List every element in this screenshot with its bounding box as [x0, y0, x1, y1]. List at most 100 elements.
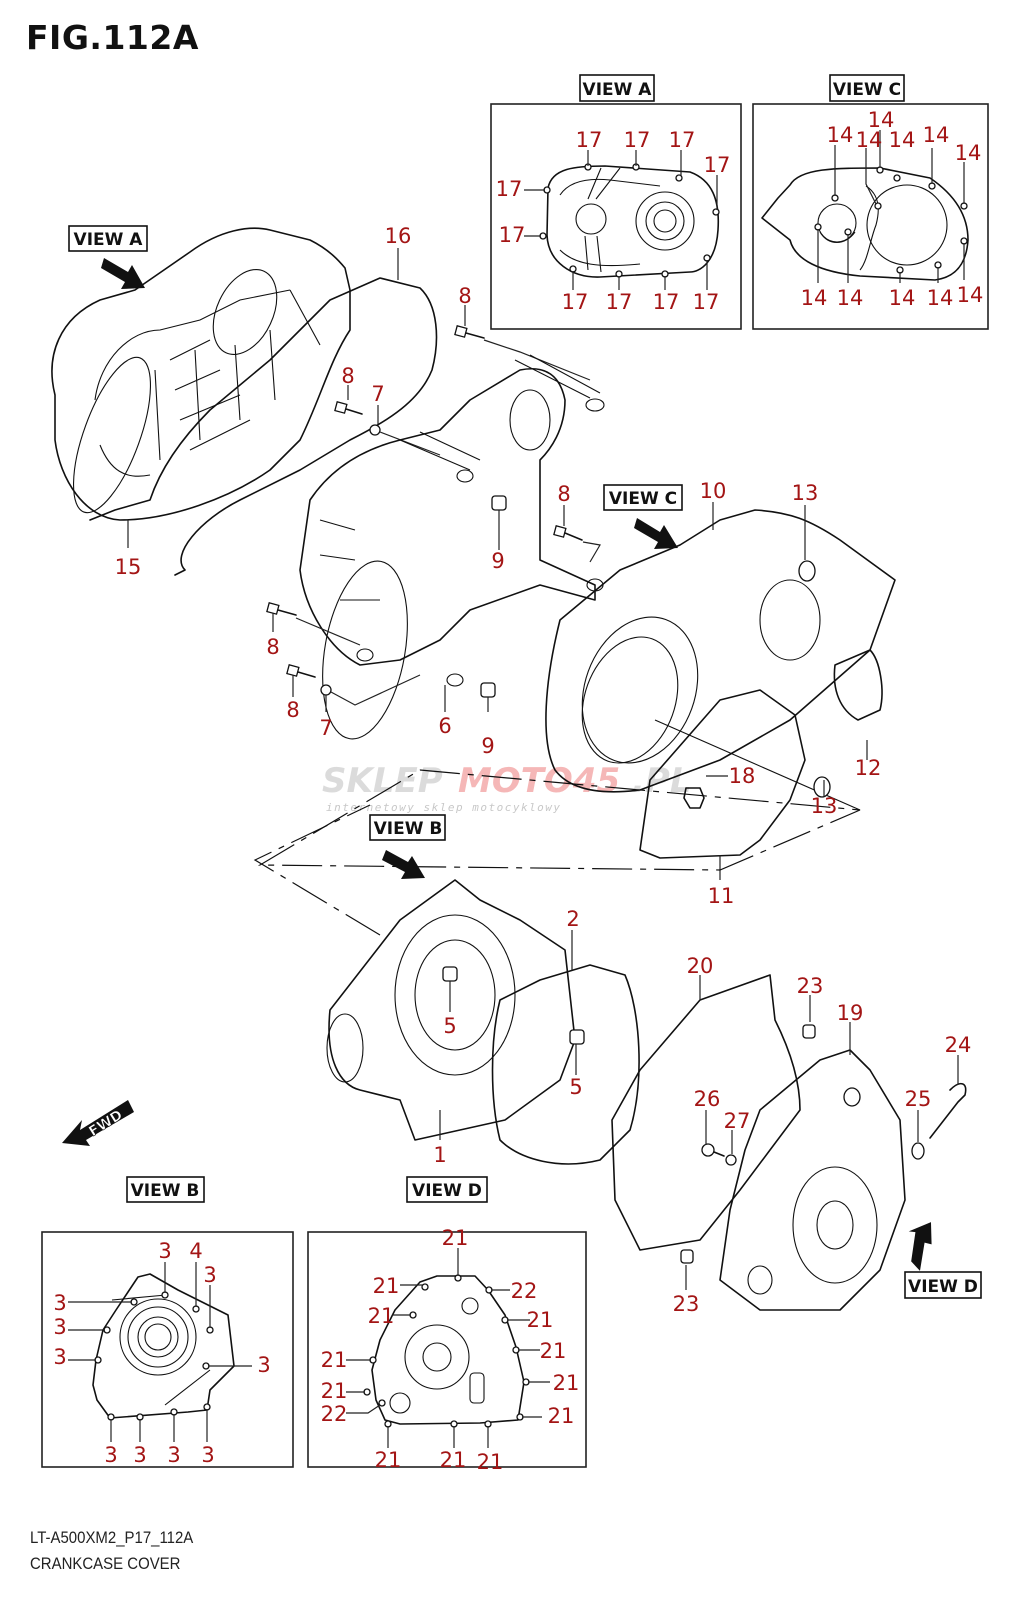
callout-25: 25: [905, 1087, 932, 1111]
callout-23: 23: [673, 1292, 700, 1316]
bolt-8-left: 8: [266, 602, 361, 659]
inset-view-d: VIEW D 21 21 22 21 21 21 21 21 21 22 21 …: [307, 1176, 587, 1474]
bolt-8-top: 8: [454, 284, 591, 381]
fwd-label: FWD: [86, 1107, 126, 1140]
callout-13: 13: [811, 794, 838, 818]
plug-26: [701, 1143, 715, 1157]
view-label-box: [406, 1176, 488, 1203]
callout-14: 14: [856, 128, 883, 152]
callout-10: 10: [700, 479, 727, 503]
callout-17: 17: [499, 223, 526, 247]
callout-21: 21: [321, 1379, 348, 1403]
magneto-cover-outline: [92, 1273, 235, 1419]
callout-3: 3: [53, 1345, 66, 1369]
crankcase-cover-gasket-outline: [761, 167, 969, 281]
o-ring-25: [911, 1142, 925, 1160]
callout-8: 8: [458, 284, 471, 308]
inset-frame: [752, 103, 989, 330]
bolt-8-right: 8: [553, 482, 601, 563]
figure-name: CRANKCASE COVER: [30, 1554, 181, 1573]
callout-12: 12: [855, 756, 882, 780]
callout-5: 5: [443, 1014, 456, 1038]
part-16-gasket: 16 15: [89, 224, 438, 579]
view-b-label: VIEW B: [131, 1181, 200, 1201]
callout-3: 3: [257, 1353, 270, 1377]
callout-21: 21: [548, 1404, 575, 1428]
view-d-label: VIEW D: [908, 1277, 978, 1297]
inset-view-a: VIEW A 17 17 17 17 17 17 17 17 17 17: [490, 74, 742, 330]
view-label-box: [369, 814, 446, 841]
callout-21: 21: [477, 1450, 504, 1474]
o-ring-27: [725, 1154, 737, 1166]
magneto-callouts: 2 5 5 1: [433, 907, 582, 1167]
callout-3: 3: [53, 1315, 66, 1339]
view-d-pointer: VIEW D: [904, 1222, 982, 1299]
dipstick-24: [929, 1082, 967, 1139]
callout-14: 14: [868, 108, 895, 132]
callout-3: 3: [104, 1443, 117, 1467]
inset-frame: [490, 103, 742, 330]
callout-21: 21: [553, 1371, 580, 1395]
callout-14: 14: [827, 123, 854, 147]
callout-3: 3: [167, 1443, 180, 1467]
callout-17: 17: [704, 153, 731, 177]
bolt-8-washer-7-lower: 8 7: [286, 664, 421, 740]
view-direction-arrow: [634, 518, 678, 549]
callout-11: 11: [708, 884, 735, 908]
callout-14: 14: [837, 286, 864, 310]
generator-cover-outline: [371, 1275, 525, 1425]
figure-title: FIG.112A: [26, 18, 199, 57]
callout-21: 21: [527, 1308, 554, 1332]
callout-8: 8: [286, 698, 299, 722]
callout-6: 6: [438, 714, 451, 738]
part-1-magneto-cover: [253, 804, 576, 1141]
watermark: SKLEP MOTO45 .PL internetowy sklep motoc…: [322, 761, 692, 814]
part-6-duct-bracket: [299, 354, 605, 740]
callout-18: 18: [729, 764, 756, 788]
part-10-crankcase-cover: [545, 509, 896, 811]
crankcase-cover-callouts: 10 13 12 13 18 11: [257, 479, 882, 908]
callout-5: 5: [569, 1075, 582, 1099]
view-c-pointer: VIEW C: [603, 484, 683, 549]
view-label-box: [68, 225, 148, 252]
view-a-label: VIEW A: [583, 80, 653, 100]
view-a-label: VIEW A: [74, 230, 144, 250]
callout-23: 23: [797, 974, 824, 998]
callout-21: 21: [375, 1448, 402, 1472]
callout-9: 9: [491, 549, 504, 573]
callout-24: 24: [945, 1033, 972, 1057]
callout-21: 21: [321, 1348, 348, 1372]
view-direction-arrow: [382, 850, 425, 879]
collar-9-lower: 6 9: [438, 682, 496, 758]
inset-view-c: VIEW C 14 14 14 14 14 14 14 14 14 14 14: [752, 74, 989, 330]
callout-21: 21: [440, 1448, 467, 1472]
callout-19: 19: [837, 1001, 864, 1025]
callout-13: 13: [792, 481, 819, 505]
callout-17: 17: [693, 290, 720, 314]
part-12-gasket: [833, 649, 883, 721]
callout-3: 3: [201, 1443, 214, 1467]
callout-7: 7: [371, 382, 384, 406]
callout-1: 1: [433, 1143, 446, 1167]
callout-14: 14: [923, 123, 950, 147]
callout-14: 14: [957, 283, 984, 307]
callout-27: 27: [724, 1109, 751, 1133]
callout-16: 16: [385, 224, 412, 248]
callout-7: 7: [319, 716, 332, 740]
part-15-clutch-cover: [51, 227, 351, 521]
callout-22: 22: [511, 1279, 538, 1303]
watermark-brand-1: SKLEP: [322, 761, 443, 801]
callout-8: 8: [557, 482, 570, 506]
callout-26: 26: [694, 1087, 721, 1111]
bolt-points: [363, 1274, 530, 1428]
callout-20: 20: [687, 954, 714, 978]
part-20-gasket: [611, 974, 801, 1251]
part-13-oil-seal: [813, 776, 831, 798]
view-direction-arrow: [908, 1222, 932, 1271]
callout-17: 17: [624, 128, 651, 152]
view-c-label: VIEW C: [609, 489, 677, 509]
watermark-brand-2: MOTO45: [458, 761, 620, 801]
callout-3: 3: [53, 1291, 66, 1315]
callout-17: 17: [669, 128, 696, 152]
